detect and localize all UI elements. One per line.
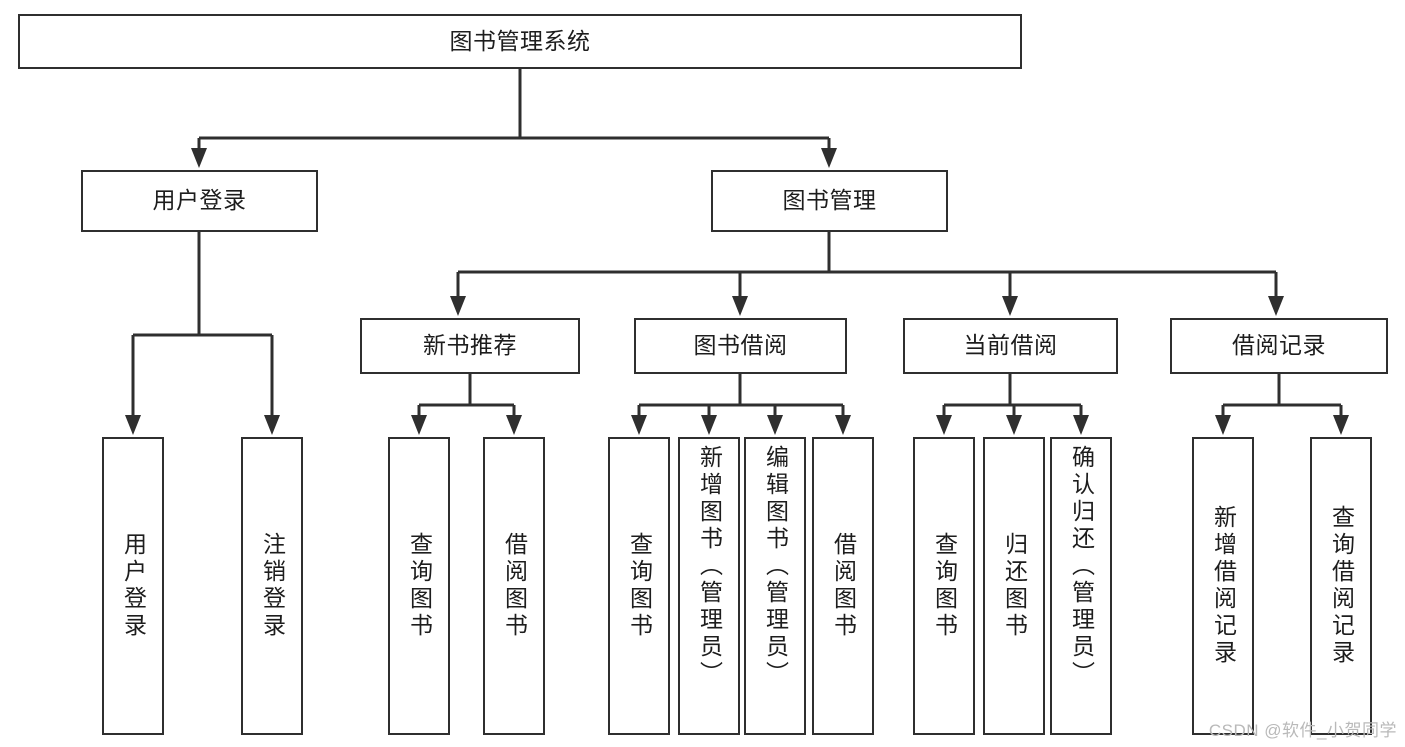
watermark-label: CSDN @软件_小贺同学 [1208, 721, 1397, 740]
leaf-node-3[interactable]: 借阅图书 [483, 437, 545, 735]
leaf-node-12-label: 查询借阅记录 [1328, 505, 1355, 667]
leaf-node-4-label: 查询图书 [626, 532, 653, 640]
level2-node-1[interactable]: 图书管理 [711, 170, 948, 232]
level3-node-3[interactable]: 借阅记录 [1170, 318, 1388, 374]
leaf-node-4[interactable]: 查询图书 [608, 437, 670, 735]
level2-node-1-label: 图书管理 [782, 187, 877, 214]
leaf-node-12[interactable]: 查询借阅记录 [1310, 437, 1372, 735]
leaf-node-11-label: 新增借阅记录 [1210, 505, 1237, 667]
level3-node-0-label: 新书推荐 [423, 332, 517, 359]
level3-node-1-label: 图书借阅 [693, 332, 788, 359]
leaf-node-3-label: 借阅图书 [501, 532, 528, 640]
leaf-node-2-label: 查询图书 [406, 532, 433, 640]
level2-node-0-label: 用户登录 [152, 187, 247, 214]
leaf-node-1[interactable]: 注销登录 [241, 437, 303, 735]
leaf-node-7-label: 借阅图书 [830, 532, 857, 640]
leaf-node-10-label: 确认归还（管理员） [1068, 445, 1095, 688]
leaf-node-9-label: 归还图书 [1001, 532, 1028, 640]
root-node-label: 图书管理系统 [449, 27, 591, 54]
leaf-node-0[interactable]: 用户登录 [102, 437, 164, 735]
leaf-node-7[interactable]: 借阅图书 [812, 437, 874, 735]
level3-node-2-label: 当前借阅 [963, 332, 1058, 359]
leaf-node-11[interactable]: 新增借阅记录 [1192, 437, 1254, 735]
leaf-node-2[interactable]: 查询图书 [388, 437, 450, 735]
leaf-node-8-label: 查询图书 [931, 532, 958, 640]
leaf-node-5-label: 新增图书（管理员） [696, 445, 723, 688]
leaf-node-8[interactable]: 查询图书 [913, 437, 975, 735]
level3-node-0[interactable]: 新书推荐 [360, 318, 580, 374]
level3-node-1[interactable]: 图书借阅 [634, 318, 847, 374]
leaf-node-6[interactable]: 编辑图书（管理员） [744, 437, 806, 735]
leaf-node-0-label: 用户登录 [120, 532, 147, 640]
leaf-node-1-label: 注销登录 [259, 532, 286, 640]
level3-node-3-label: 借阅记录 [1232, 332, 1326, 359]
leaf-node-6-label: 编辑图书（管理员） [762, 445, 789, 688]
leaf-node-9[interactable]: 归还图书 [983, 437, 1045, 735]
leaf-node-10[interactable]: 确认归还（管理员） [1050, 437, 1112, 735]
leaf-node-5[interactable]: 新增图书（管理员） [678, 437, 740, 735]
level2-node-0[interactable]: 用户登录 [81, 170, 318, 232]
root-node[interactable]: 图书管理系统 [18, 14, 1022, 69]
level3-node-2[interactable]: 当前借阅 [903, 318, 1118, 374]
